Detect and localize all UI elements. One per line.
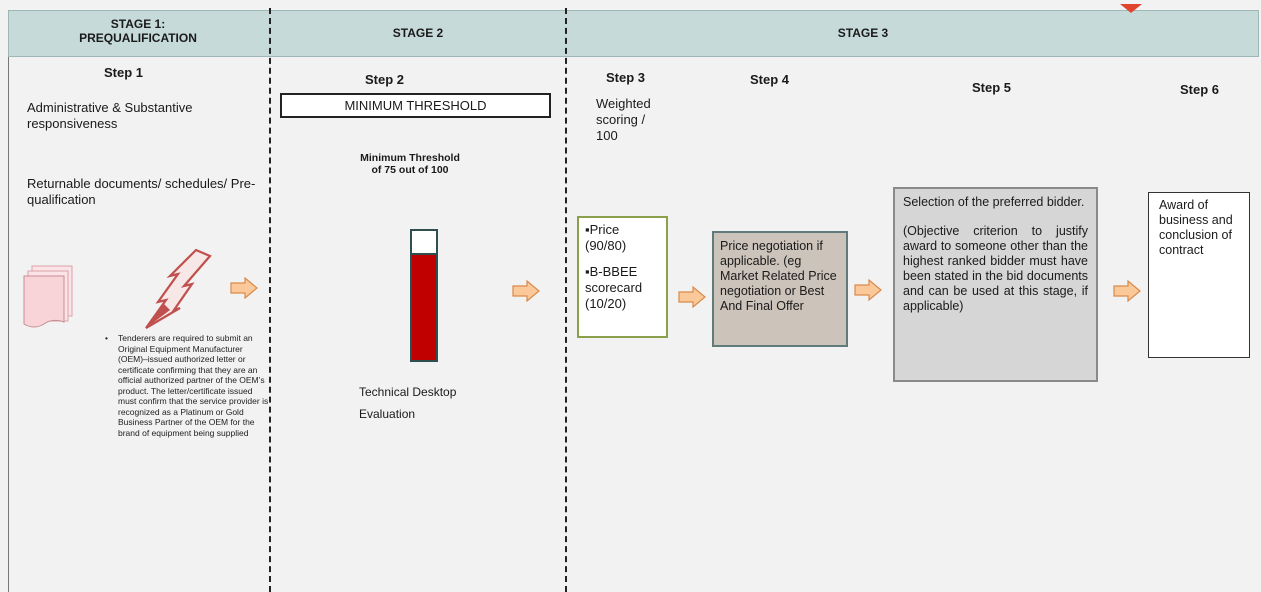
step-2-label: Step 2 (365, 72, 405, 87)
returnable-documents-text: Returnable documents/ schedules/ Pre-qua… (27, 176, 256, 207)
threshold-gauge-fill (412, 255, 436, 360)
left-border-line (8, 57, 9, 592)
selection-title: Selection of the preferred bidder. (903, 195, 1085, 209)
arrow-right-icon-2 (512, 280, 540, 302)
weighted-scoring-text: Weighted scoring / 100 (596, 96, 651, 143)
documents-icon (23, 265, 73, 328)
evaluation-line-2: Evaluation (359, 407, 416, 421)
lightning-icon (145, 248, 212, 329)
stage-2-title: STAGE 2 (392, 26, 444, 40)
arrow-right-icon-3 (678, 286, 706, 308)
step-4-label: Step 4 (750, 72, 790, 87)
threshold-gauge (410, 229, 438, 362)
bullet-marker: • (105, 333, 108, 343)
stage-header-band (8, 10, 1259, 57)
minimum-threshold-box: MINIMUM THRESHOLD (280, 93, 551, 118)
price-negotiation-box: Price negotiation if applicable. (eg Mar… (712, 231, 848, 347)
threshold-label: Minimum Threshold of 75 out of 100 (360, 152, 460, 176)
award-of-business-box: Award of business and conclusion of cont… (1148, 192, 1250, 358)
arrow-right-icon-1 (230, 277, 258, 299)
step-6-label: Step 6 (1180, 82, 1220, 97)
header-accent-mark (1120, 4, 1142, 13)
arrow-right-icon-4 (854, 279, 882, 301)
bbbee-line: ▪B-BBEE scorecard (10/20) (585, 264, 643, 311)
price-line: ▪Price (90/80) (585, 222, 627, 253)
preferred-bidder-box: Selection of the preferred bidder. (Obje… (893, 187, 1098, 382)
evaluation-line-1: Technical Desktop (359, 385, 457, 399)
step-5-label: Step 5 (972, 80, 1012, 95)
selection-detail: (Objective criterion to justify award to… (903, 224, 1088, 313)
oem-requirement-note: • Tenderers are required to submit an Or… (105, 333, 270, 438)
stage-3-title: STAGE 3 (837, 26, 889, 40)
threshold-gauge-gap (412, 231, 436, 255)
step-1-label: Step 1 (104, 65, 144, 80)
stage-divider-1 (269, 8, 271, 592)
oem-requirement-text: Tenderers are required to submit an Orig… (118, 333, 269, 438)
price-scoring-box: ▪Price (90/80) ▪B-BBEE scorecard (10/20) (577, 216, 668, 338)
stage-divider-2 (565, 8, 567, 592)
arrow-right-icon-5 (1113, 280, 1141, 302)
admin-responsiveness-text: Administrative & Substantive responsiven… (27, 100, 193, 131)
step-3-label: Step 3 (606, 70, 646, 85)
stage-1-title: STAGE 1: PREQUALIFICATION (79, 17, 197, 45)
